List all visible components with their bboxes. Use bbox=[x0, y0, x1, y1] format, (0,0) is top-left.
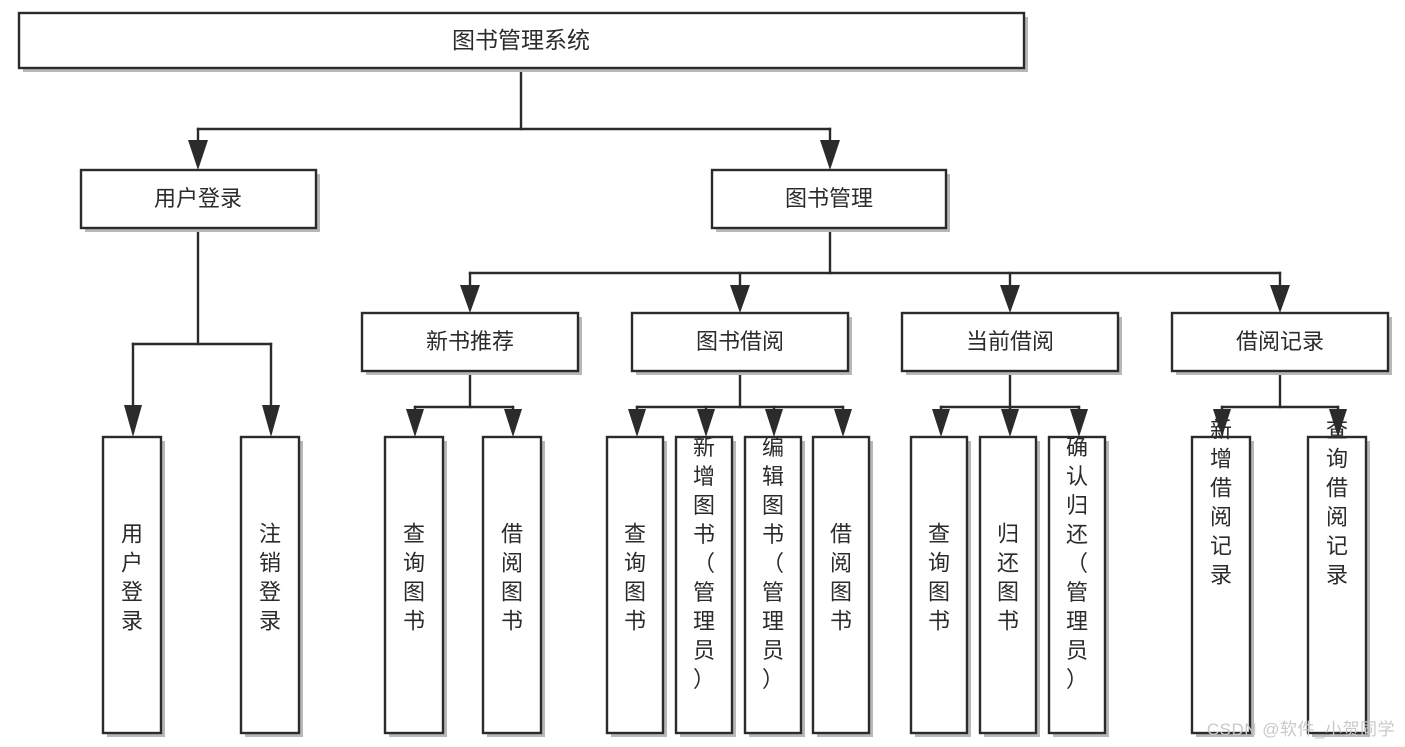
leaf-node-edit-book[interactable]: 编辑图书（管理员） bbox=[743, 435, 805, 737]
arrow-to-leaf-edit-book bbox=[765, 409, 783, 437]
leaf-return-book-label: 归还图书 bbox=[997, 522, 1019, 634]
leaf-confirm-return-label: 确认归还（管理员） bbox=[1066, 435, 1088, 692]
leaf-user-login-box bbox=[101, 435, 163, 735]
leaf-borrow-book-2-box bbox=[811, 435, 871, 735]
leaf-node-query-borrow-record[interactable]: 查询借阅记录 bbox=[1306, 418, 1370, 738]
user-login-box bbox=[79, 168, 318, 230]
user-login-label: 用户登录 bbox=[154, 186, 242, 211]
leaf-add-book-label: 新增图书（管理员） bbox=[693, 435, 715, 692]
leaf-user-login-label: 用户登录 bbox=[121, 522, 143, 634]
book-manage-label: 图书管理 bbox=[785, 186, 873, 211]
arrow-to-leaf-query-book-1 bbox=[406, 409, 424, 437]
leaf-query-book-1-box bbox=[383, 435, 445, 735]
leaf-node-add-book[interactable]: 新增图书（管理员） bbox=[674, 435, 736, 737]
leaf-node-query-book-borrow[interactable]: 查询图书 bbox=[605, 435, 667, 737]
arrow-to-leaf-query-book-2 bbox=[628, 409, 646, 437]
arrow-to-user-login bbox=[188, 140, 208, 170]
connectors bbox=[124, 66, 1347, 437]
current-borrow-box bbox=[900, 311, 1120, 373]
leaf-confirm-return-box bbox=[1047, 435, 1107, 735]
leaf-node-borrow-book-borrow[interactable]: 借阅图书 bbox=[811, 435, 873, 737]
new-book-recommend-box bbox=[360, 311, 580, 373]
leaf-nodes: 用户登录 注销登录 查询图书 借阅图书 查询图书 bbox=[101, 418, 1370, 738]
leaf-node-return-book[interactable]: 归还图书 bbox=[978, 435, 1040, 737]
node-new-book-recommend[interactable]: 新书推荐 bbox=[360, 311, 582, 375]
leaf-query-book-2-box bbox=[605, 435, 665, 735]
arrow-to-book-manage bbox=[820, 140, 840, 170]
arrow-to-leaf-confirm-return bbox=[1070, 409, 1088, 437]
leaf-borrow-book-2-label: 借阅图书 bbox=[830, 522, 852, 634]
node-root-system[interactable]: 图书管理系统 bbox=[17, 11, 1028, 72]
leaf-edit-book-label: 编辑图书（管理员） bbox=[762, 435, 784, 692]
leaf-node-query-book-newbook[interactable]: 查询图书 bbox=[383, 435, 447, 737]
arrow-to-leaf-borrow-book-1 bbox=[504, 409, 522, 437]
node-user-login[interactable]: 用户登录 bbox=[79, 168, 320, 232]
leaf-add-book-box bbox=[674, 435, 734, 735]
leaf-edit-book-box bbox=[743, 435, 803, 735]
leaf-logout-box bbox=[239, 435, 301, 735]
leaf-query-book-1-label: 查询图书 bbox=[403, 522, 425, 634]
book-manage-box bbox=[710, 168, 948, 230]
leaf-add-record-box bbox=[1190, 435, 1252, 735]
arrow-to-new-book-rec bbox=[460, 285, 480, 313]
root-label: 图书管理系统 bbox=[452, 27, 590, 53]
arrow-to-leaf-add-book bbox=[697, 409, 715, 437]
leaf-logout-label: 注销登录 bbox=[259, 522, 281, 634]
arrow-to-leaf-add-record bbox=[1213, 409, 1231, 437]
node-borrow-record[interactable]: 借阅记录 bbox=[1170, 311, 1392, 375]
arrow-to-leaf-query-record bbox=[1329, 409, 1347, 437]
arrow-to-current-borrow bbox=[1000, 285, 1020, 313]
leaf-add-record-label: 新增借阅记录 bbox=[1210, 418, 1232, 588]
arrow-to-leaf-borrow-book-2 bbox=[834, 409, 852, 437]
borrow-record-label: 借阅记录 bbox=[1236, 329, 1324, 354]
new-book-recommend-label: 新书推荐 bbox=[426, 329, 514, 354]
leaf-query-book-3-box bbox=[909, 435, 969, 735]
book-borrow-label: 图书借阅 bbox=[696, 329, 784, 354]
leaf-borrow-book-1-label: 借阅图书 bbox=[501, 522, 523, 634]
leaf-query-record-label: 查询借阅记录 bbox=[1326, 418, 1348, 588]
arrow-to-leaf-query-book-3 bbox=[932, 409, 950, 437]
arrow-to-leaf-return-book bbox=[1001, 409, 1019, 437]
leaf-node-logout[interactable]: 注销登录 bbox=[239, 435, 303, 737]
leaf-node-confirm-return[interactable]: 确认归还（管理员） bbox=[1047, 435, 1109, 737]
leaf-node-user-login[interactable]: 用户登录 bbox=[101, 435, 165, 737]
arrow-to-borrow-record bbox=[1270, 285, 1290, 313]
leaf-node-add-borrow-record[interactable]: 新增借阅记录 bbox=[1190, 418, 1254, 738]
leaf-borrow-book-1-box bbox=[481, 435, 543, 735]
book-borrow-box bbox=[630, 311, 850, 373]
leaf-query-book-2-label: 查询图书 bbox=[624, 522, 646, 634]
leaf-return-book-box bbox=[978, 435, 1038, 735]
current-borrow-label: 当前借阅 bbox=[966, 329, 1054, 354]
arrow-to-book-borrow bbox=[730, 285, 750, 313]
leaf-node-query-book-current[interactable]: 查询图书 bbox=[909, 435, 971, 737]
node-current-borrow[interactable]: 当前借阅 bbox=[900, 311, 1122, 375]
root-box bbox=[17, 11, 1026, 70]
leaf-query-book-3-label: 查询图书 bbox=[928, 522, 950, 634]
borrow-record-box bbox=[1170, 311, 1390, 373]
leaf-query-record-box bbox=[1306, 435, 1368, 735]
node-book-borrow[interactable]: 图书借阅 bbox=[630, 311, 852, 375]
node-book-manage[interactable]: 图书管理 bbox=[710, 168, 950, 232]
leaf-node-borrow-book-newbook[interactable]: 借阅图书 bbox=[481, 435, 545, 737]
arrow-to-leaf-user-login bbox=[124, 405, 142, 437]
arrow-to-leaf-logout bbox=[262, 405, 280, 437]
